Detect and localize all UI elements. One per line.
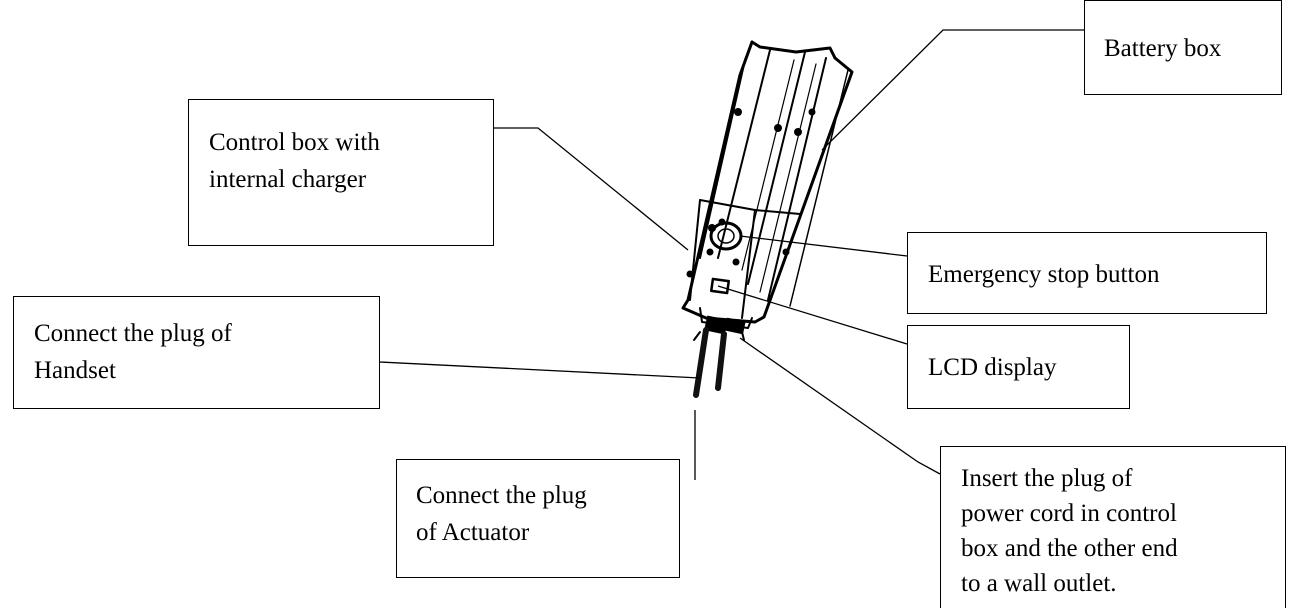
leader-lines: [379, 29, 1084, 480]
leader-emergency-stop: [739, 235, 908, 257]
callout-emergency-stop: Emergency stop button: [907, 232, 1267, 314]
callout-text: Control box with: [209, 129, 380, 156]
callout-text: Battery box: [1104, 35, 1222, 62]
leader-battery-box: [821, 29, 1084, 151]
callout-text: internal charger: [209, 166, 367, 193]
callout-text: Connect the plug: [416, 482, 587, 509]
device-illustration: [681, 40, 854, 398]
callout-text: box and the other end: [961, 535, 1178, 562]
lcd-window: [709, 277, 731, 295]
callout-control-box: Control box with internal charger: [188, 99, 494, 246]
callout-text: Insert the plug of: [961, 465, 1133, 492]
callout-lcd-display: LCD display: [907, 325, 1130, 409]
callout-text: of Actuator: [416, 519, 530, 546]
leader-control-box: [494, 127, 689, 251]
leader-handset: [379, 361, 701, 379]
callout-power-cord: Insert the plug of power cord in control…: [940, 446, 1286, 608]
callout-text: power cord in control: [961, 500, 1177, 527]
leader-lcd: [717, 285, 908, 345]
callout-handset-plug: Connect the plug of Handset: [13, 296, 380, 409]
callout-actuator-plug: Connect the plug of Actuator: [396, 459, 680, 578]
leader-power-cord: [739, 337, 941, 475]
callout-text: LCD display: [928, 354, 1057, 381]
callout-text: Connect the plug of: [34, 320, 232, 347]
callout-text: Handset: [34, 357, 116, 384]
callout-text: to a wall outlet.: [961, 570, 1117, 597]
callout-battery-box: Battery box: [1084, 0, 1282, 95]
callout-text: Emergency stop button: [928, 261, 1160, 288]
